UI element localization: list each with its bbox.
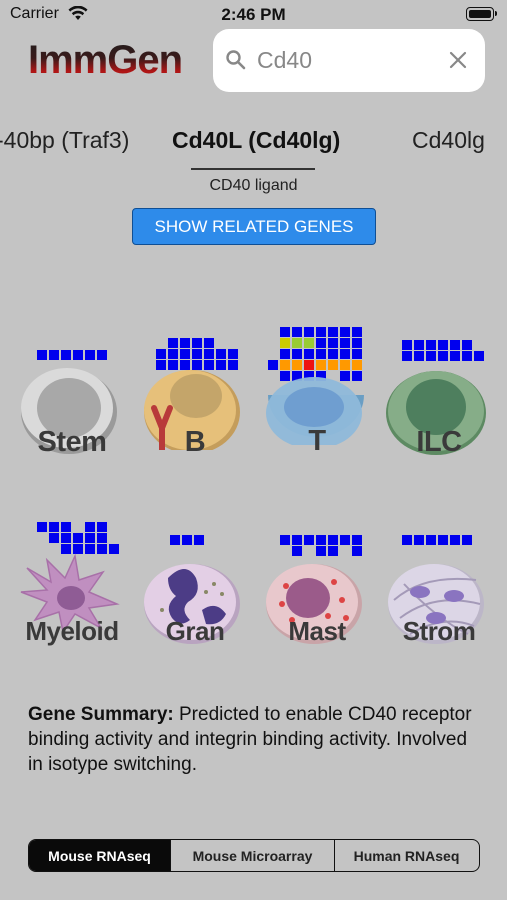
cell-label: ILC — [416, 426, 462, 458]
search-box[interactable] — [213, 29, 485, 92]
cell-myeloid[interactable]: Myeloid — [17, 520, 127, 646]
ilc-cell-icon — [386, 371, 486, 455]
clock: 2:46 PM — [221, 5, 286, 24]
cell-label: Gran — [165, 616, 225, 646]
search-icon — [225, 49, 247, 76]
cell-label: Mast — [288, 616, 346, 646]
myeloid-cell-icon — [20, 553, 120, 634]
gene-summary-heading: Gene Summary: — [28, 704, 174, 725]
current-tab-indicator — [191, 168, 315, 170]
cell-gran[interactable]: Gran — [140, 530, 250, 650]
gene-full-name: CD40 ligand — [209, 177, 298, 194]
clear-search-icon[interactable] — [445, 47, 471, 73]
dataset-tab-human-rnaseq[interactable]: Human RNAseq — [353, 847, 460, 864]
carrier-label: Carrier — [10, 5, 59, 22]
stem-cell-icon — [21, 368, 117, 454]
gene-tab-next[interactable]: Cd40lg — [412, 127, 485, 153]
cell-label: Myeloid — [25, 616, 119, 646]
cell-mast[interactable]: Mast — [262, 530, 372, 650]
dataset-selector: Mouse RNAseq Mouse Microarray Human RNAs… — [28, 839, 480, 872]
cell-label: T — [308, 425, 326, 457]
dataset-tab-mouse-microarray[interactable]: Mouse Microarray — [171, 840, 335, 871]
gene-summary-text: Predicted to enable CD40 receptor bindin… — [28, 704, 472, 775]
b-cell-icon — [144, 370, 240, 450]
granulocyte-cell-icon — [144, 564, 240, 644]
cell-b[interactable]: B — [140, 330, 250, 458]
t-cell-icon — [266, 377, 364, 445]
cell-stem[interactable]: Stem — [17, 340, 127, 460]
gene-summary: Gene Summary: Predicted to enable CD40 r… — [28, 702, 478, 777]
gene-tab-previous[interactable]: -40bp (Traf3) — [0, 127, 130, 153]
stromal-cell-icon — [388, 564, 484, 644]
status-bar: Carrier 2:46 PM — [0, 0, 507, 30]
gene-tab-current[interactable]: Cd40L (Cd40lg) — [172, 127, 341, 153]
cell-strom[interactable]: Strom — [384, 530, 494, 650]
wifi-icon — [68, 5, 88, 26]
show-related-genes-button[interactable]: SHOW RELATED GENES — [132, 208, 376, 245]
cell-ilc[interactable]: ILC — [384, 335, 494, 458]
dataset-tab-mouse-rnaseq[interactable]: Mouse RNAseq — [29, 840, 171, 871]
search-input[interactable] — [257, 43, 437, 77]
app-logo: ImmGen — [28, 38, 183, 82]
mast-cell-icon — [266, 564, 362, 644]
cell-label: Strom — [402, 616, 476, 646]
battery-icon — [466, 7, 497, 21]
cell-label: B — [184, 426, 206, 458]
cell-t[interactable]: T — [262, 325, 372, 457]
cell-label: Stem — [37, 426, 107, 458]
